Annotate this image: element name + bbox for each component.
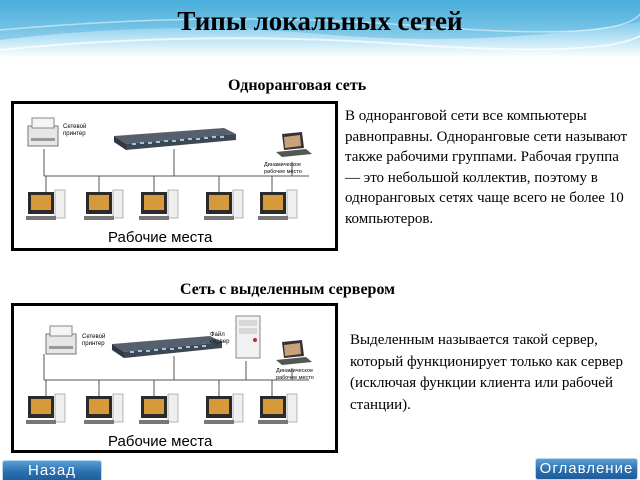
server-label-line1: Файл (210, 331, 225, 338)
workstation-icon (139, 189, 179, 220)
header-band (0, 0, 640, 58)
printer-label-line2: принтер (82, 341, 105, 347)
laptop-label-line1: Динамическое (264, 162, 301, 168)
workstation-icon (204, 393, 244, 424)
peer-to-peer-description: В одноранговой сети все компьютеры равно… (345, 108, 628, 227)
workstation-icon (26, 189, 66, 220)
laptop-icon (276, 340, 312, 365)
network-cables (43, 354, 309, 398)
workplaces-caption: Рабочие места (108, 229, 213, 246)
workstation-icon (84, 189, 124, 220)
workstation-icon (204, 189, 244, 220)
server-label-line2: сервер (210, 339, 230, 345)
workstation-icon (139, 393, 179, 424)
dedicated-server-description: Выделенным называется такой сервер, кото… (350, 332, 624, 413)
network-switch-icon (112, 336, 222, 358)
printer-icon (27, 117, 59, 147)
dedicated-server-network-diagram: Сетевой принтер Файл сервер (11, 303, 338, 453)
printer-label-line2: принтер (63, 131, 86, 137)
workstations (26, 189, 298, 220)
file-server-icon (235, 315, 261, 359)
workstation-icon (26, 393, 66, 424)
laptop-label-line2: рабочее место (276, 375, 314, 381)
section-title-peer-to-peer: Одноранговая сеть (228, 77, 367, 94)
contents-button[interactable]: Оглавление (535, 458, 638, 480)
slide-title: Типы локальных сетей (177, 6, 463, 36)
network-cables (43, 149, 309, 194)
laptop-label-line1: Динамическое (276, 368, 313, 374)
workstation-icon (258, 189, 298, 220)
workstation-icon (84, 393, 124, 424)
network-switch-icon (114, 128, 236, 150)
printer-label-line1: Сетевой (63, 123, 86, 130)
peer-to-peer-network-diagram: Сетевой принтер Динамическое рабочее мес… (11, 101, 338, 251)
printer-label-line1: Сетевой (82, 333, 105, 340)
section-title-dedicated-server: Сеть с выделенным сервером (180, 281, 396, 298)
workstations (26, 393, 298, 424)
printer-icon (45, 325, 77, 355)
laptop-label-line2: рабочее место (264, 169, 302, 175)
back-button[interactable]: Назад (2, 460, 102, 480)
laptop-icon (276, 132, 312, 157)
header-wave-decoration (0, 0, 640, 51)
workstation-icon (258, 393, 298, 424)
workplaces-caption: Рабочие места (108, 433, 213, 450)
